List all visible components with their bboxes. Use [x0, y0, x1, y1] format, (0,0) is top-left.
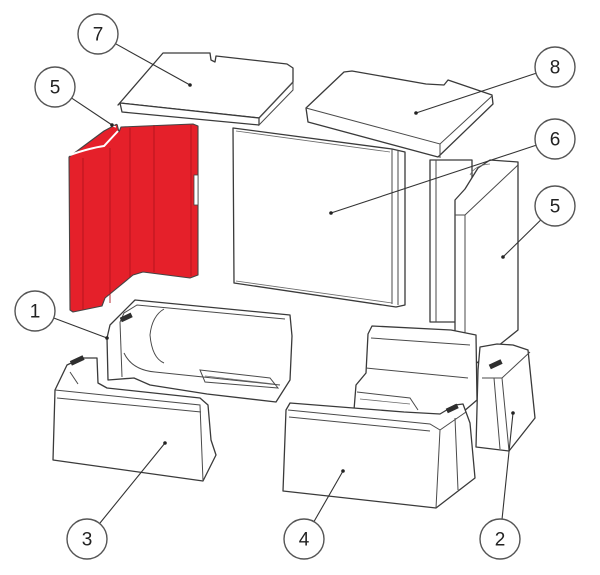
part-8-top-baffle-right — [305, 70, 494, 158]
part-4-bottom-front-right — [282, 402, 476, 509]
leader-dot — [511, 411, 515, 415]
leader-line — [71, 97, 113, 126]
leader-line — [313, 470, 344, 522]
part-7-top-baffle-left — [117, 52, 294, 127]
leader-line — [330, 144, 537, 214]
leader-line — [501, 412, 514, 520]
part-6-back-panel — [232, 127, 406, 308]
callout-bubble — [534, 46, 576, 88]
callout-number: 1 — [30, 302, 41, 323]
callout-5: 5 — [34, 66, 114, 127]
leader-line — [99, 442, 166, 524]
callout-bubble — [14, 290, 56, 332]
part-1-bottom-rear-left — [106, 299, 293, 403]
leader-line — [115, 43, 191, 86]
leader-dot — [341, 469, 345, 473]
leader-dot — [329, 211, 333, 215]
leader-dot — [105, 336, 109, 340]
callout-bubble — [77, 13, 119, 55]
callout-3: 3 — [66, 441, 167, 560]
callout-1: 1 — [14, 290, 109, 340]
callout-4: 4 — [283, 469, 345, 560]
callout-number: 4 — [299, 530, 310, 551]
leader-dot — [188, 83, 192, 87]
callout-7: 7 — [77, 13, 192, 87]
part-2-corner-block — [475, 343, 536, 452]
leader-dot — [414, 111, 418, 115]
callout-8: 8 — [414, 46, 576, 115]
callout-5: 5 — [501, 185, 576, 259]
callout-2: 2 — [479, 411, 521, 560]
callout-number: 8 — [550, 58, 561, 79]
callout-number: 5 — [550, 197, 561, 218]
callout-layer: 7 5 8 6 5 1 3 4 2 — [14, 13, 576, 560]
callout-number: 2 — [495, 530, 506, 551]
leader-dot — [163, 441, 167, 445]
callout-bubble — [283, 518, 325, 560]
callout-bubble — [534, 118, 576, 160]
part-bottom-rear-right — [353, 325, 478, 419]
callout-bubble — [479, 518, 521, 560]
part-3-bottom-front-left — [52, 355, 217, 482]
callout-number: 5 — [50, 78, 61, 99]
callout-bubble — [534, 185, 576, 227]
callout-6: 6 — [329, 118, 576, 215]
leader-line — [502, 219, 542, 258]
callout-bubble — [34, 66, 76, 108]
leader-dot — [501, 255, 505, 259]
callout-number: 6 — [550, 130, 561, 151]
part-5-left-side-brick-highlighted — [68, 115, 199, 313]
leader-line — [53, 317, 108, 339]
leader-line — [415, 72, 537, 114]
leader-dot — [110, 123, 114, 127]
callout-number: 3 — [82, 530, 93, 551]
callout-number: 7 — [93, 25, 104, 46]
callout-bubble — [66, 518, 108, 560]
